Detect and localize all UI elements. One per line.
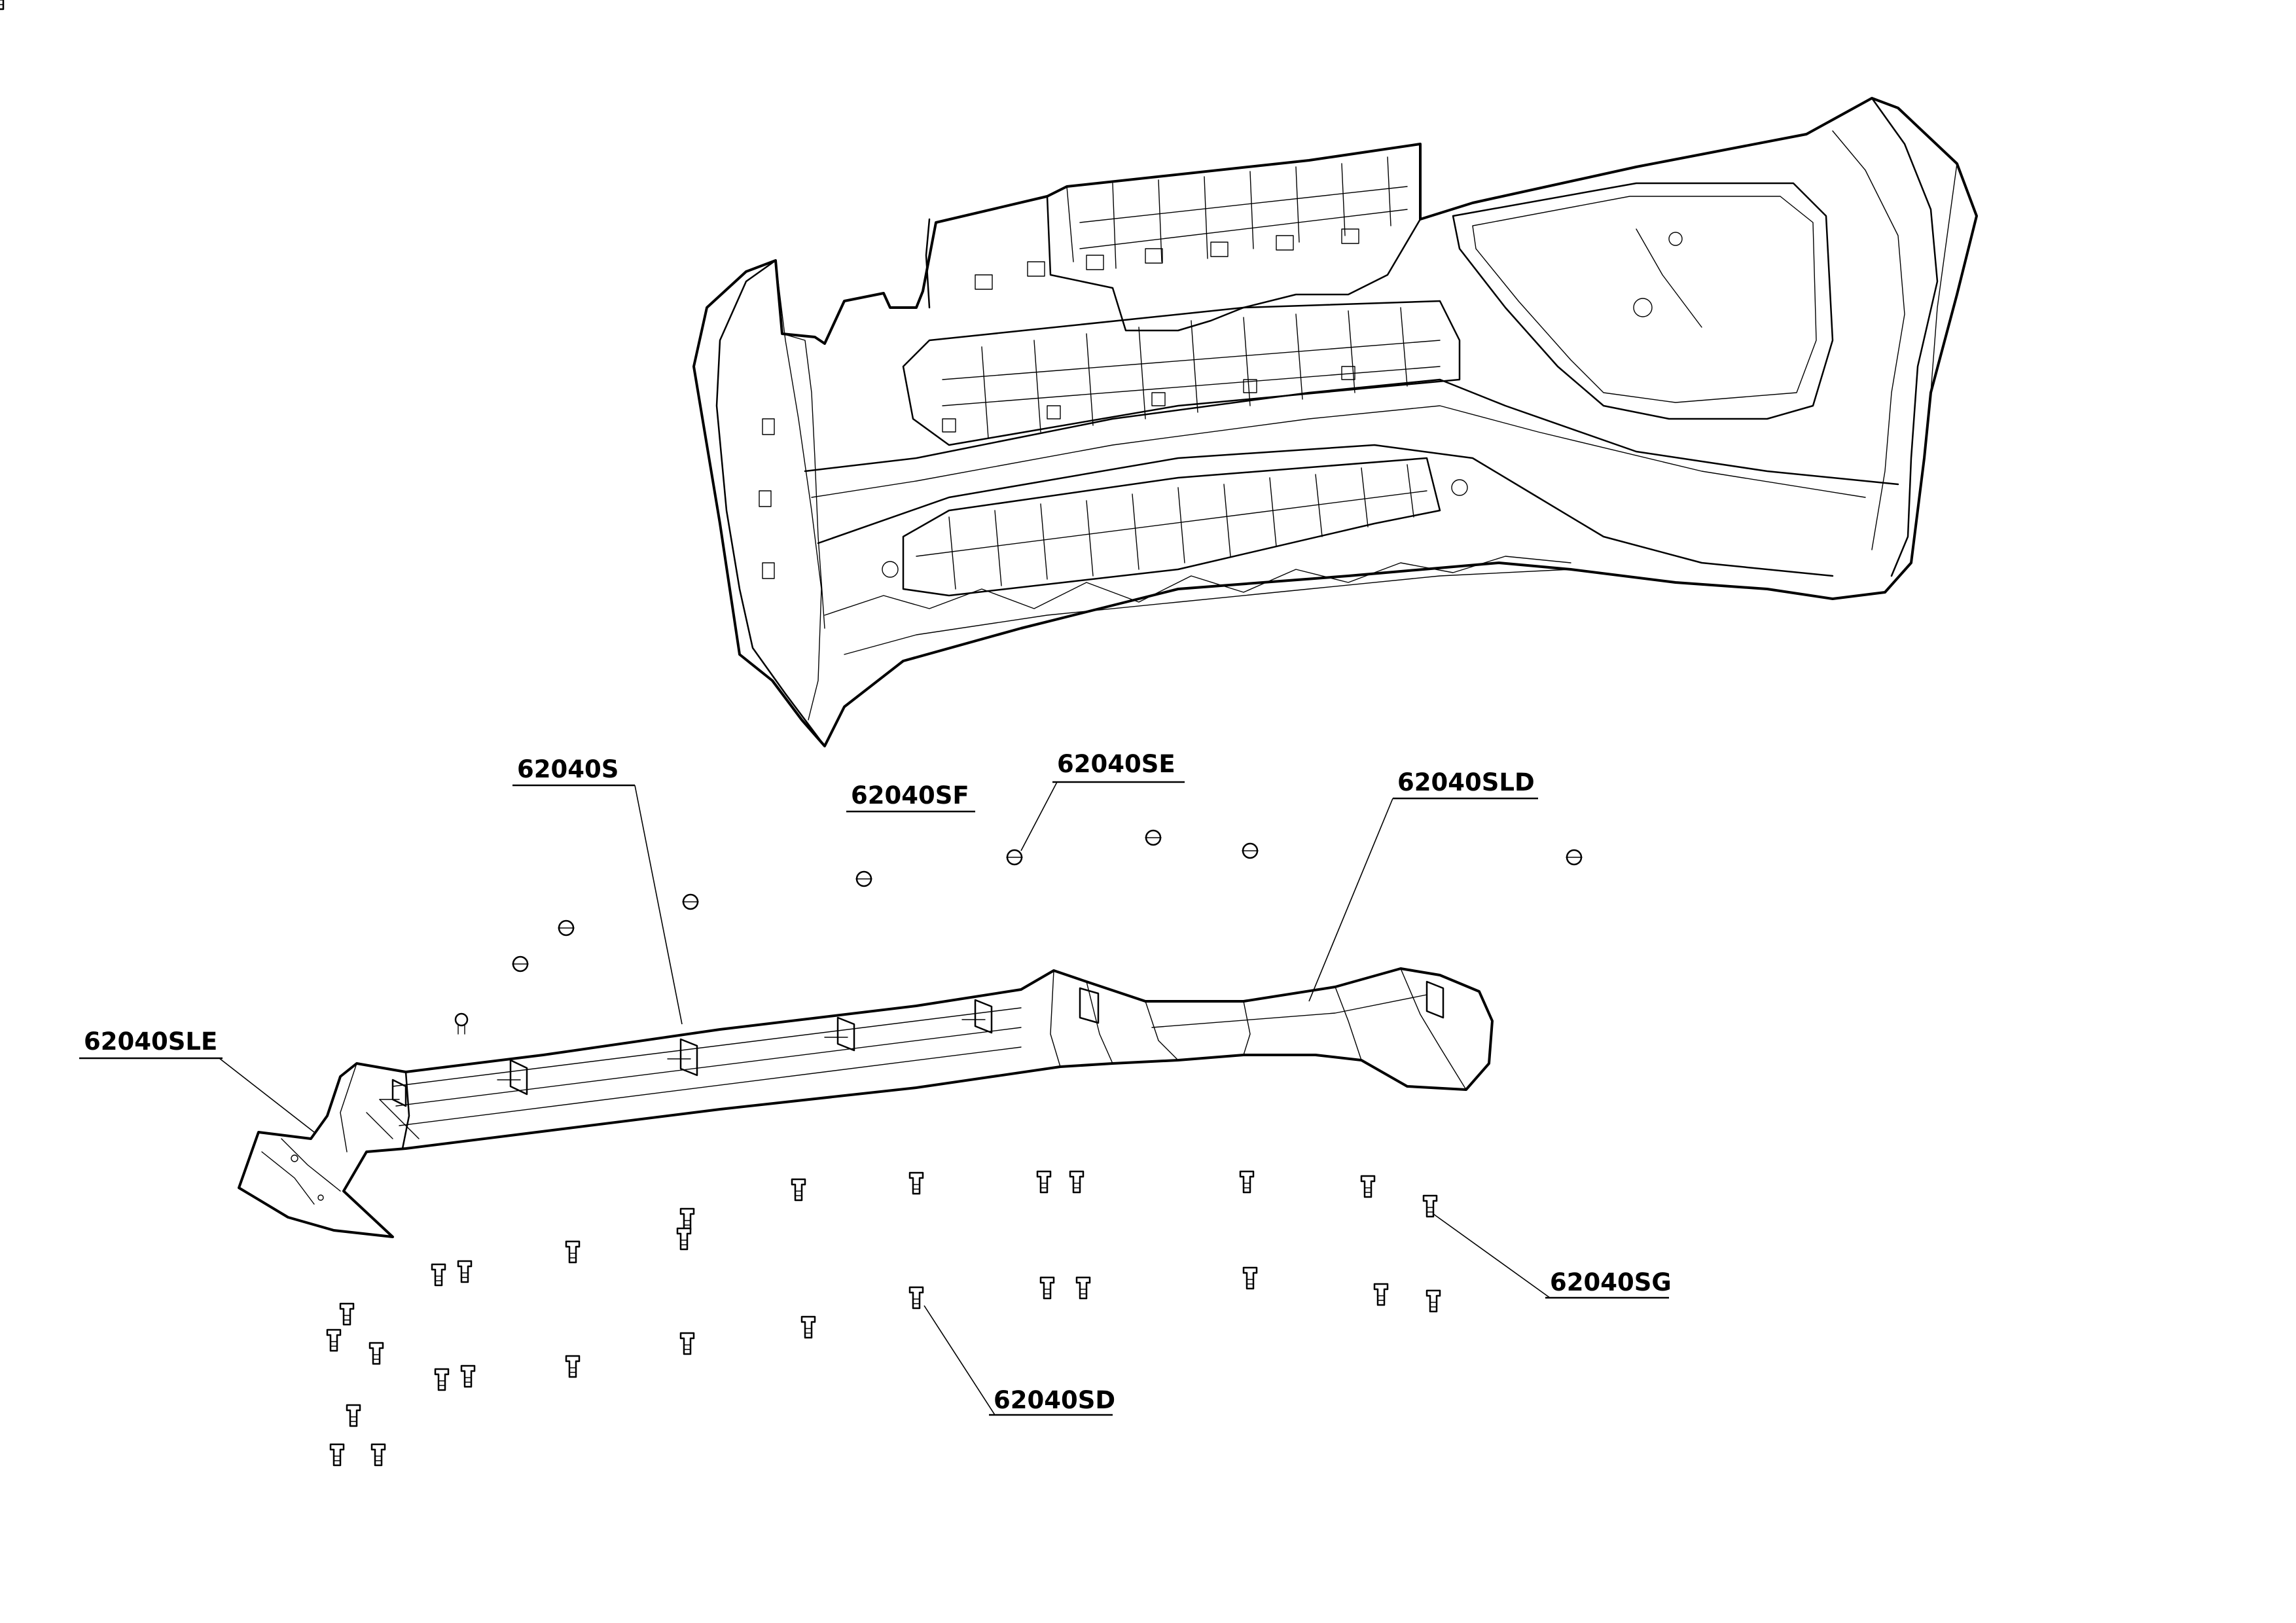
clip-nuts-group — [454, 829, 1583, 1035]
label-62040SLD: 62040SLD — [1397, 768, 1535, 796]
label-62040SLE: 62040SLE — [84, 1027, 217, 1056]
label-62040S: 62040S — [517, 755, 619, 783]
clip-nut-62040SE — [1006, 849, 1023, 866]
label-62040SD: 62040SD — [994, 1386, 1115, 1414]
label-62040SF: 62040SF — [851, 781, 969, 810]
label-62040SE: 62040SE — [1057, 750, 1175, 778]
lower-spoiler-lip — [238, 967, 1494, 1238]
label-62040SG: 62040SG — [1550, 1268, 1672, 1296]
screws-group — [0, 0, 1441, 1467]
callout-labels: 62040S 62040SF 62040SE 62040SLD 62040SLE… — [79, 750, 1672, 1416]
leader-lines — [219, 781, 1551, 1416]
front-bumper-assembly — [692, 97, 1978, 747]
